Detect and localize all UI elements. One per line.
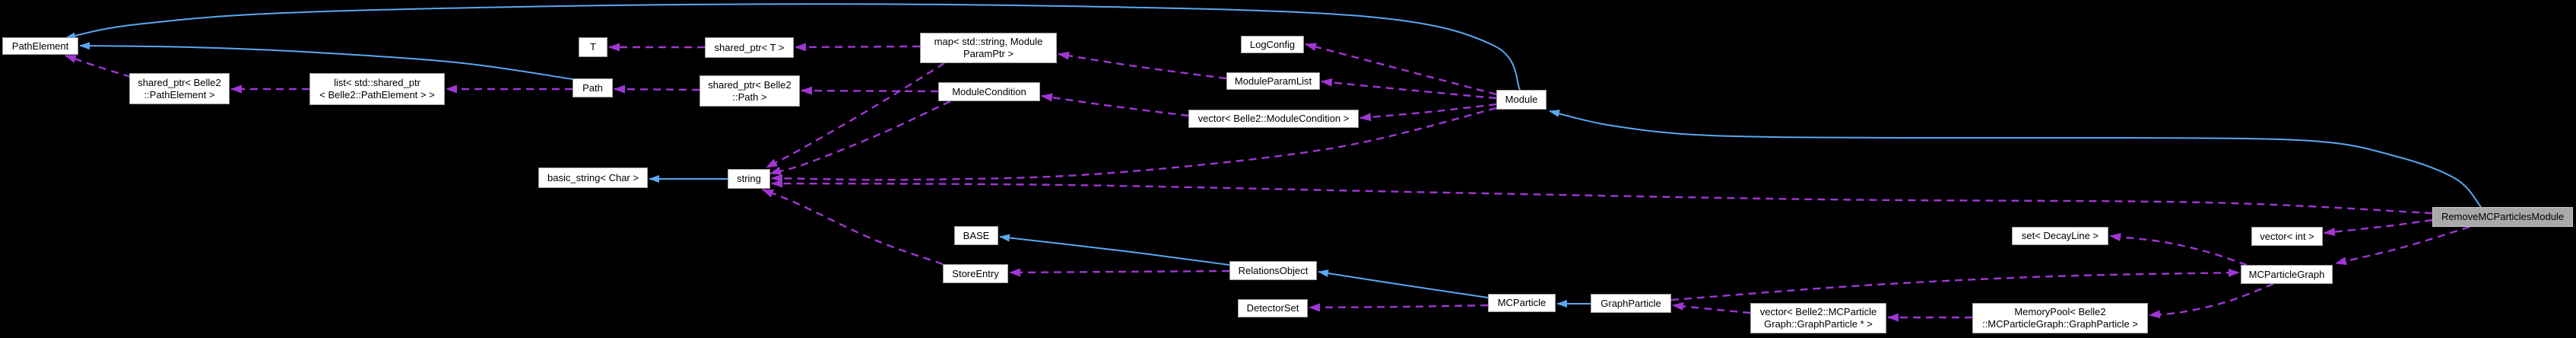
graph-node-module-condition[interactable]: ModuleCondition <box>938 82 1040 101</box>
graph-node-path[interactable]: Path <box>573 78 613 97</box>
graph-node-module-param-list[interactable]: ModuleParamList <box>1226 72 1320 90</box>
graph-node-string[interactable]: string <box>728 169 770 189</box>
graph-node-list-shared-ptr-path-element[interactable]: list< std::shared_ptr < Belle2::PathElem… <box>309 73 445 105</box>
edge-remove-mc-particles-module-to-string <box>771 179 2433 215</box>
graph-node-mc-particle[interactable]: MCParticle <box>1488 294 1556 312</box>
edge-module-to-log-config <box>1305 43 1497 96</box>
graph-node-t[interactable]: T <box>579 37 608 57</box>
edge-vector-module-condition-to-module-condition <box>1041 93 1189 117</box>
edge-mc-particle-to-detector-set <box>1309 303 1489 312</box>
graph-node-basic-string-char[interactable]: basic_string< Char > <box>538 167 648 188</box>
edge-shared-ptr-path-element-to-path-element <box>65 54 132 78</box>
graph-node-vector-module-condition[interactable]: vector< Belle2::ModuleCondition > <box>1188 110 1359 128</box>
graph-node-vector-int[interactable]: vector< int > <box>2251 227 2323 246</box>
edge-module-condition-to-string <box>769 100 951 175</box>
graph-node-vector-graph-particle-ptr[interactable]: vector< Belle2::MCParticle Graph::GraphP… <box>1750 303 1886 333</box>
graph-node-relations-object[interactable]: RelationsObject <box>1229 261 1317 280</box>
graph-node-remove-mc-particles-module[interactable]: RemoveMCParticlesModule <box>2432 207 2573 227</box>
graph-node-path-element[interactable]: PathElement <box>2 37 78 55</box>
edge-module-to-string <box>771 107 1497 183</box>
graph-node-detector-set[interactable]: DetectorSet <box>1238 299 1308 317</box>
edge-graph-particle-to-mc-particle-graph <box>1670 268 2240 301</box>
edge-relations-object-to-store-entry <box>1009 268 1230 277</box>
edge-module-to-module-param-list <box>1321 78 1497 100</box>
edge-map-string-moduleparamptr-to-string <box>766 62 945 169</box>
edge-mc-particle-to-relations-object <box>1318 269 1489 298</box>
graph-node-graph-particle[interactable]: GraphParticle <box>1591 294 1671 313</box>
graph-node-shared-ptr-t[interactable]: shared_ptr< T > <box>705 37 794 58</box>
graph-node-memory-pool-graph-particle[interactable]: MemoryPool< Belle2 ::MCParticleGraph::Gr… <box>1972 303 2148 333</box>
edge-path-to-path-element <box>79 42 573 80</box>
graph-node-mc-particle-graph[interactable]: MCParticleGraph <box>2241 265 2333 284</box>
edge-remove-mc-particles-module-to-module <box>1549 110 2482 208</box>
graph-node-shared-ptr-path-element[interactable]: shared_ptr< Belle2 ::PathElement > <box>129 73 230 104</box>
edge-shared-ptr-path-to-path <box>614 84 700 94</box>
graph-node-base[interactable]: BASE <box>954 226 998 245</box>
edge-store-entry-to-string <box>762 188 944 266</box>
edge-relations-object-to-base <box>999 234 1230 266</box>
edge-remove-mc-particles-module-to-mc-particle-graph <box>2335 225 2470 266</box>
graph-node-log-config[interactable]: LogConfig <box>1241 36 1304 53</box>
graph-node-map-string-moduleparamptr[interactable]: map< std::string, Module ParamPtr > <box>920 33 1057 63</box>
edge-module-to-path-element <box>65 3 1521 91</box>
edge-mc-particle-graph-to-memory-pool-graph-particle <box>2149 282 2274 319</box>
graph-node-shared-ptr-path[interactable]: shared_ptr< Belle2 ::Path > <box>700 75 800 107</box>
edge-mc-particle-graph-to-set-decay-line <box>2109 233 2248 266</box>
graph-node-set-decay-line[interactable]: set< DecayLine > <box>2012 227 2108 245</box>
edge-module-param-list-to-map-string-moduleparamptr <box>1058 51 1227 80</box>
graph-node-store-entry[interactable]: StoreEntry <box>943 264 1008 283</box>
edge-remove-mc-particles-module-to-vector-int <box>2324 218 2433 236</box>
graph-node-module[interactable]: Module <box>1496 90 1547 110</box>
edge-module-to-vector-module-condition <box>1359 103 1497 122</box>
edge-vector-graph-particle-ptr-to-graph-particle <box>1672 301 1751 314</box>
edge-map-string-moduleparamptr-to-shared-ptr-t <box>795 43 921 52</box>
